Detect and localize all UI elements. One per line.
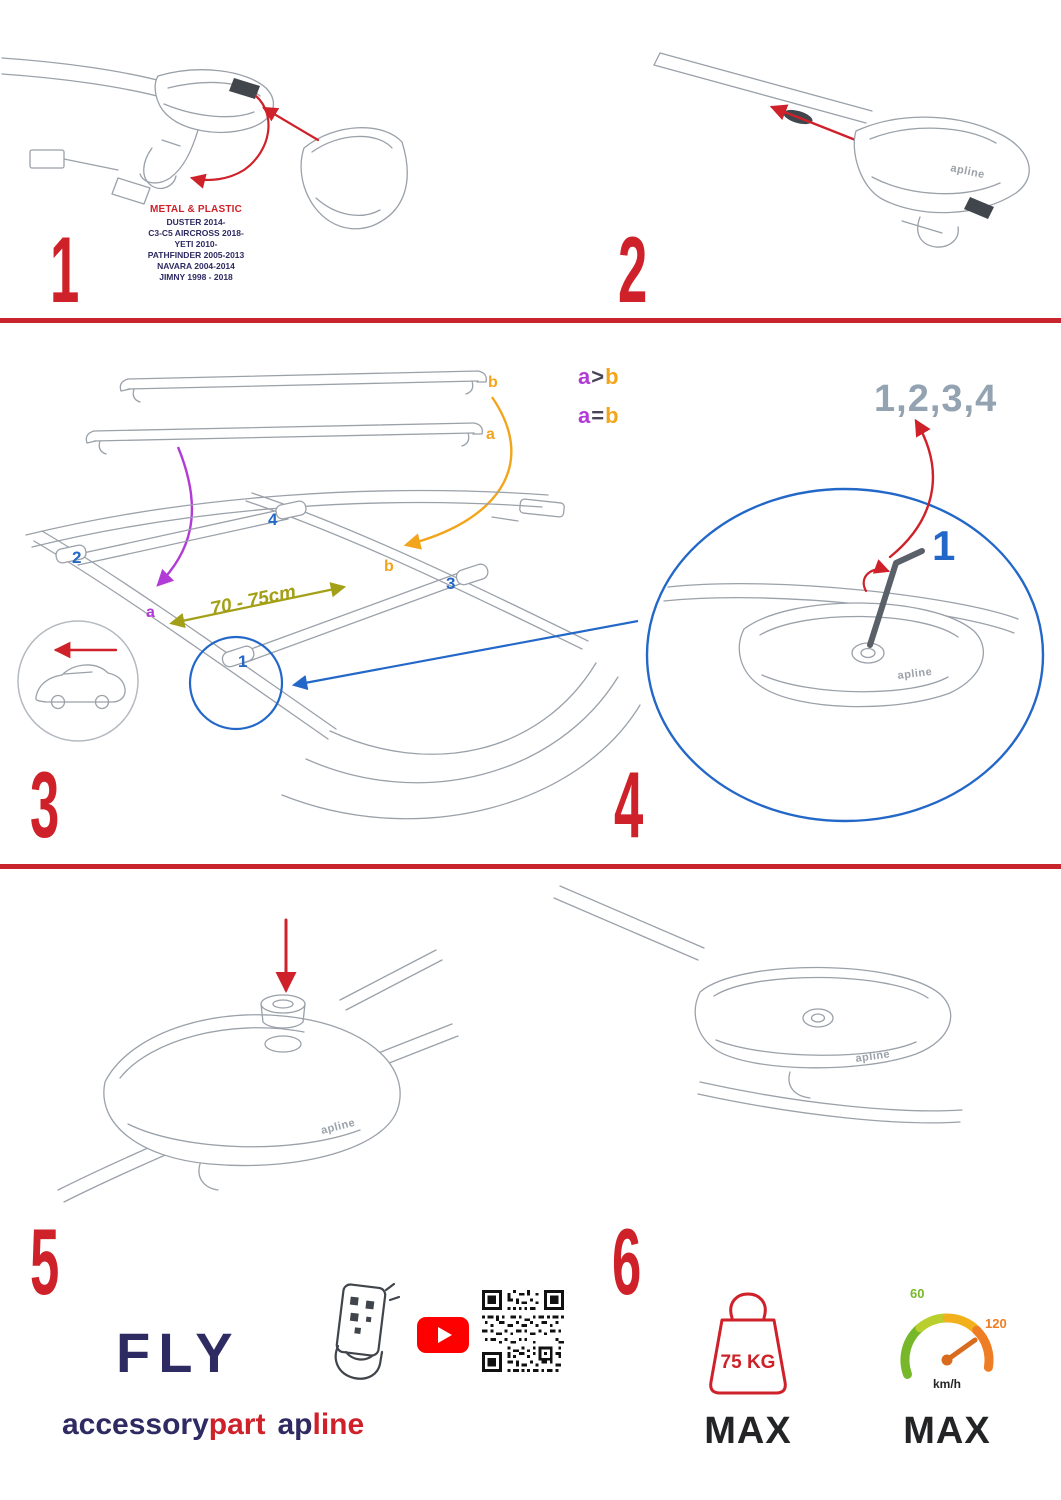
rule-a: a [578, 403, 592, 428]
rule-op: > [591, 364, 606, 389]
model-line: PATHFINDER 2005-2013 [147, 250, 245, 260]
step1-foot-clamp-drawing [1, 57, 408, 230]
placement-arrow-a [156, 446, 194, 587]
mounted-crossbar-rear [55, 500, 307, 566]
weight-limit-icon: 75 KG [709, 1292, 787, 1395]
bar-label-b: b [488, 374, 498, 391]
roof-position-b: b [384, 558, 394, 575]
weight-value-label: 75 KG [721, 1352, 776, 1373]
step3-step4-roof-drawing: b a [17, 370, 1045, 823]
loose-crossbar-b [119, 370, 487, 403]
step-number-6: 6 [612, 1209, 642, 1314]
tighten-sequence-label: 1,2,3,4 [874, 378, 998, 420]
lock-cap [964, 197, 994, 219]
mounted-crossbar-front [221, 563, 489, 668]
speed-unit-label: km/h [933, 1377, 961, 1391]
model-line: DUSTER 2014- [166, 217, 226, 227]
speed-max-label: MAX [903, 1410, 991, 1452]
foot-highlight-circle [188, 635, 284, 731]
roof-position-3: 3 [446, 574, 455, 593]
youtube-icon [417, 1317, 469, 1353]
clamp-hook [917, 216, 959, 248]
zoom-connector-arrow [291, 619, 639, 691]
crossbar [653, 52, 873, 125]
zoom-circle [645, 487, 1045, 823]
rule-a-greater-b: a>b [578, 364, 620, 390]
step4-zoom: apline [645, 418, 1045, 823]
loose-crossbar-a [85, 422, 483, 455]
step-number-1: 1 [50, 217, 80, 322]
rule-b: b [605, 364, 620, 389]
lock-cap [229, 78, 260, 99]
speed-start-label: 60 [910, 1286, 924, 1301]
distance-label: 70 - 75cm [209, 581, 298, 620]
brand-accessory: accessory [62, 1408, 209, 1441]
model-line: C3-C5 AIRCROSS 2018- [148, 228, 244, 238]
material-label: METAL & PLASTIC [149, 204, 243, 215]
brand-line-suffix: line [312, 1408, 365, 1441]
repeat-sequence-arrow [888, 418, 935, 559]
rule-op: = [591, 403, 606, 428]
plastic-cover [300, 127, 408, 230]
cover-to-foot-arrow [262, 106, 320, 142]
phone-scan-icon [334, 1282, 401, 1380]
rotate-arrow [862, 559, 891, 593]
sequence-first-label: 1 [932, 522, 956, 569]
car-inset-circle [17, 620, 139, 742]
crossbar-end [1, 57, 166, 99]
speedometer-icon: 60 120 km/h [900, 1286, 1007, 1391]
section-divider [0, 318, 1061, 323]
rule-a-equals-b: a=b [578, 403, 620, 429]
section-divider [0, 864, 1061, 869]
step5-step6-drawing: apline apline [57, 885, 963, 1203]
model-line: NAVARA 2004-2014 [157, 261, 235, 271]
speedometer-needle [944, 1337, 978, 1363]
placement-arrow-b [403, 396, 513, 550]
model-line: YETI 2010- [174, 239, 218, 249]
roof-position-1: 1 [238, 652, 247, 671]
insert-arrow [769, 104, 860, 143]
apline-logo-text: apline [897, 666, 933, 682]
foot-body: apline [853, 116, 1030, 248]
roof-position-2: 2 [72, 548, 81, 567]
distance-arrow [169, 582, 347, 629]
weight-max-label: MAX [704, 1410, 792, 1452]
step6-mounted-foot-drawing: apline [553, 885, 963, 1124]
foot-body [154, 69, 275, 134]
model-line: JIMNY 1998 - 2018 [159, 272, 233, 282]
bar-label-a: a [486, 426, 495, 443]
rule-b: b [605, 403, 620, 428]
metal-clamp-hook [111, 129, 199, 205]
qr-code [482, 1290, 564, 1372]
lock-cap-knob [260, 994, 306, 1029]
apline-logo-text: apline [855, 1048, 891, 1065]
brand-ap: ap [277, 1408, 313, 1441]
allen-key [867, 548, 925, 648]
roof-position-4: 4 [268, 510, 278, 529]
car-roof-outline [25, 489, 641, 820]
step5-foot-cap-drawing: apline [57, 918, 459, 1203]
step2-bar-insert-drawing: apline [653, 52, 1030, 248]
roof-position-a: a [146, 604, 155, 621]
brand-fly-logo: FLY [116, 1321, 241, 1384]
brand-part: part [208, 1408, 266, 1441]
step-number-2: 2 [618, 217, 648, 322]
rule-a: a [578, 364, 592, 389]
speed-end-label: 120 [985, 1316, 1007, 1331]
step-number-4: 4 [614, 752, 644, 857]
compatibility-list: METAL & PLASTIC DUSTER 2014- C3-C5 AIRCR… [106, 204, 286, 283]
step-number-5: 5 [30, 1209, 60, 1314]
callout-bracket [29, 149, 119, 171]
clamp-direction-arrow [189, 94, 270, 189]
step-number-3: 3 [30, 752, 60, 857]
